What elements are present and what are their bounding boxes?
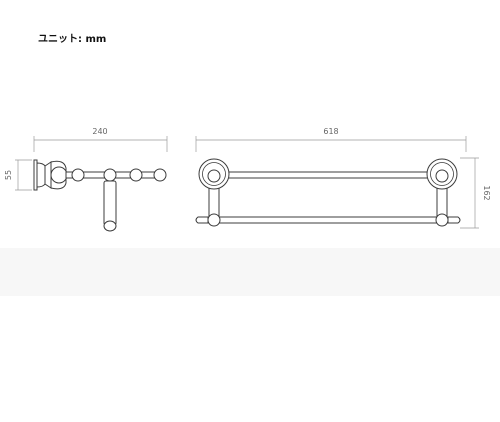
front-bottom-bar [213,216,443,224]
side-view: 240 55 [4,127,168,232]
front-left-bottom-end-cap [195,216,209,224]
side-width-label: 240 [92,127,107,136]
front-left-mount-ball [207,169,221,183]
front-top-bar [213,171,443,179]
side-arm-end-ball [153,168,167,182]
front-left-bottom-ball [207,213,221,227]
front-right-flange-ring [430,162,454,186]
front-width-label: 618 [323,127,338,136]
front-right-mount-ball [435,169,449,183]
side-height-label: 55 [4,170,13,180]
front-view: 618 162 [195,127,491,229]
front-left-flange-ring [202,162,226,186]
front-right-bottom-end-cap [447,216,461,224]
side-wall-plate [33,159,38,191]
side-base-collar [44,161,52,189]
side-arm-ball-1 [71,168,85,182]
reflection [0,248,500,296]
unit-label: ユニット: mm [38,34,107,45]
front-height-label: 162 [482,185,491,200]
side-drop-rod [103,180,117,226]
side-flange [36,162,46,188]
side-arm-ball-3 [129,168,143,182]
side-drop-end [103,220,117,232]
side-bracket-knob [50,166,68,184]
front-right-bottom-ball [435,213,449,227]
side-arm-ball-2 [103,168,117,182]
